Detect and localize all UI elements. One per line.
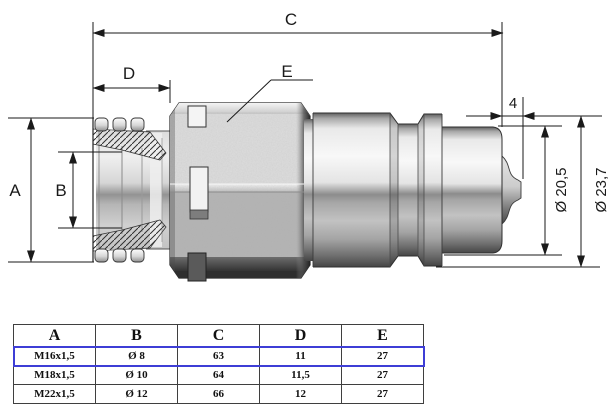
table-row-m22[interactable]: M22x1,5 Ø 12 66 12 27	[13, 384, 424, 404]
col-header-a: A	[13, 324, 96, 347]
dim-b	[58, 151, 122, 229]
dim-dia-205	[444, 125, 562, 256]
dim-label-c: C	[285, 10, 297, 29]
dimensions-table: A B C D E M16x1,5 Ø 8 63 11 27 M18x1,5 Ø…	[12, 324, 425, 404]
cell: 66	[177, 384, 260, 404]
dimension-annotations	[8, 22, 602, 268]
cell: 11	[259, 346, 342, 366]
dim-label-d: D	[123, 64, 135, 83]
table-row-m16[interactable]: M16x1,5 Ø 8 63 11 27	[12, 345, 425, 367]
col-header-e: E	[341, 324, 424, 347]
hex-nut	[169, 102, 311, 282]
table-header-row: A B C D E	[13, 324, 424, 347]
dim-label-b: B	[55, 181, 66, 200]
dim-dia-237	[436, 115, 600, 268]
dim-label-dia-205: Ø 20,5	[553, 167, 570, 212]
cell: 12	[259, 384, 342, 404]
dim-a	[8, 117, 94, 263]
dim-label-e: E	[281, 62, 292, 81]
technical-drawing: C D E A B 4 Ø 20,5 Ø 23,7	[8, 10, 610, 282]
col-header-c: C	[177, 324, 260, 347]
cell: 27	[341, 384, 424, 404]
poppet-tip	[501, 154, 522, 226]
cell: Ø 12	[95, 384, 178, 404]
dim-label-a: A	[9, 181, 21, 200]
dim-label-4: 4	[509, 95, 517, 112]
cell: M16x1,5	[13, 346, 96, 366]
dim-d	[92, 80, 171, 103]
coupling-illustration	[92, 102, 522, 282]
dim-c	[92, 22, 504, 127]
table-row-m18[interactable]: M18x1,5 Ø 10 64 11,5 27	[13, 365, 424, 385]
cell: Ø 8	[95, 346, 178, 366]
cell: 27	[341, 365, 424, 385]
thread-section	[92, 117, 170, 263]
cell: 64	[177, 365, 260, 385]
dim-label-dia-237: Ø 23,7	[593, 167, 610, 212]
cell: M18x1,5	[13, 365, 96, 385]
leader-e	[226, 79, 313, 123]
cell: 27	[341, 346, 424, 366]
col-header-d: D	[259, 324, 342, 347]
cell: 63	[177, 346, 260, 366]
cell: 11,5	[259, 365, 342, 385]
cell: Ø 10	[95, 365, 178, 385]
coupler-body	[304, 112, 522, 268]
cell: M22x1,5	[13, 384, 96, 404]
col-header-b: B	[95, 324, 178, 347]
